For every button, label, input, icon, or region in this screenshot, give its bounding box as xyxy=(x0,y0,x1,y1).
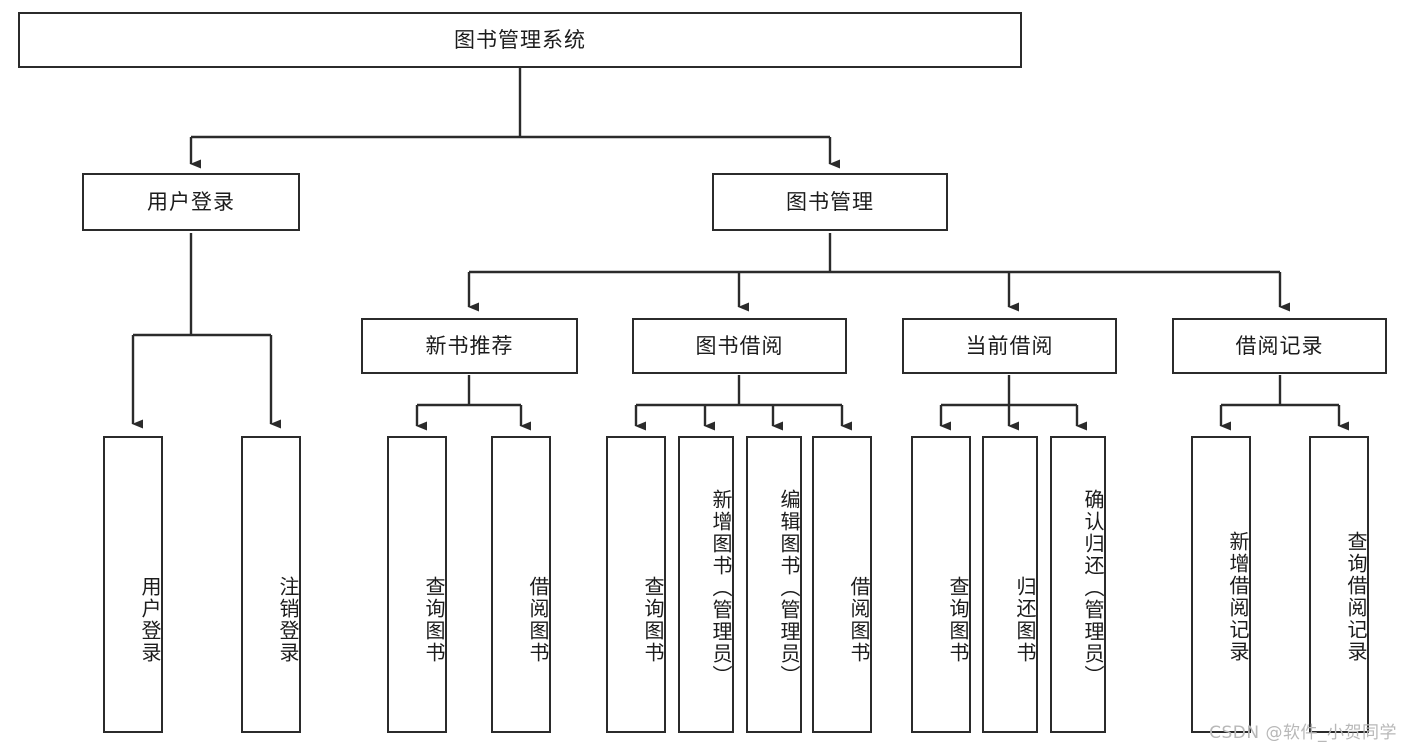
node-leaf-query-book-borrow-label: 查询图书 xyxy=(641,575,665,664)
node-book-manage[interactable]: 图书管理 xyxy=(712,173,948,231)
node-leaf-query-book-borrow[interactable]: 查询图书 xyxy=(606,436,666,733)
node-current-borrow[interactable]: 当前借阅 xyxy=(902,318,1117,374)
node-leaf-add-record[interactable]: 新增借阅记录 xyxy=(1191,436,1251,733)
node-new-book-recommend-label: 新书推荐 xyxy=(425,333,514,358)
node-leaf-edit-book[interactable]: 编辑图书（管理员） xyxy=(746,436,802,733)
node-leaf-borrow-book-rec[interactable]: 借阅图书 xyxy=(491,436,551,733)
node-leaf-query-book-rec-label: 查询图书 xyxy=(422,575,446,664)
node-leaf-add-book[interactable]: 新增图书（管理员） xyxy=(678,436,734,733)
node-leaf-confirm-return-label: 确认归还（管理员） xyxy=(1081,488,1105,687)
node-book-borrow[interactable]: 图书借阅 xyxy=(632,318,847,374)
node-leaf-return-book-label: 归还图书 xyxy=(1013,575,1037,664)
node-leaf-query-book-cur-label: 查询图书 xyxy=(946,575,970,664)
node-leaf-edit-book-label: 编辑图书（管理员） xyxy=(777,488,801,687)
node-borrow-record[interactable]: 借阅记录 xyxy=(1172,318,1387,374)
node-book-manage-label: 图书管理 xyxy=(786,189,874,214)
node-book-borrow-label: 图书借阅 xyxy=(695,333,784,358)
node-borrow-record-label: 借阅记录 xyxy=(1235,333,1324,358)
node-leaf-query-book-cur[interactable]: 查询图书 xyxy=(911,436,971,733)
node-new-book-recommend[interactable]: 新书推荐 xyxy=(361,318,578,374)
node-leaf-borrow-book-label: 借阅图书 xyxy=(847,575,871,664)
csdn-watermark: CSDN @软件_小贺同学 xyxy=(1209,723,1397,743)
node-leaf-confirm-return[interactable]: 确认归还（管理员） xyxy=(1050,436,1106,733)
node-leaf-add-book-label: 新增图书（管理员） xyxy=(709,488,733,687)
node-leaf-query-record[interactable]: 查询借阅记录 xyxy=(1309,436,1369,733)
node-leaf-query-book-rec[interactable]: 查询图书 xyxy=(387,436,447,733)
node-leaf-add-record-label: 新增借阅记录 xyxy=(1226,530,1250,663)
node-leaf-borrow-book-rec-label: 借阅图书 xyxy=(526,575,550,664)
node-leaf-query-record-label: 查询借阅记录 xyxy=(1344,530,1368,663)
node-leaf-logout[interactable]: 注销登录 xyxy=(241,436,301,733)
node-leaf-borrow-book[interactable]: 借阅图书 xyxy=(812,436,872,733)
node-current-borrow-label: 当前借阅 xyxy=(965,333,1054,358)
node-user-login-label: 用户登录 xyxy=(147,189,235,214)
node-leaf-user-login-label: 用户登录 xyxy=(138,575,162,664)
node-user-login[interactable]: 用户登录 xyxy=(82,173,300,231)
node-root[interactable]: 图书管理系统 xyxy=(18,12,1022,68)
node-leaf-return-book[interactable]: 归还图书 xyxy=(982,436,1038,733)
node-leaf-user-login[interactable]: 用户登录 xyxy=(103,436,163,733)
node-root-label: 图书管理系统 xyxy=(454,27,586,52)
node-leaf-logout-label: 注销登录 xyxy=(276,575,300,664)
